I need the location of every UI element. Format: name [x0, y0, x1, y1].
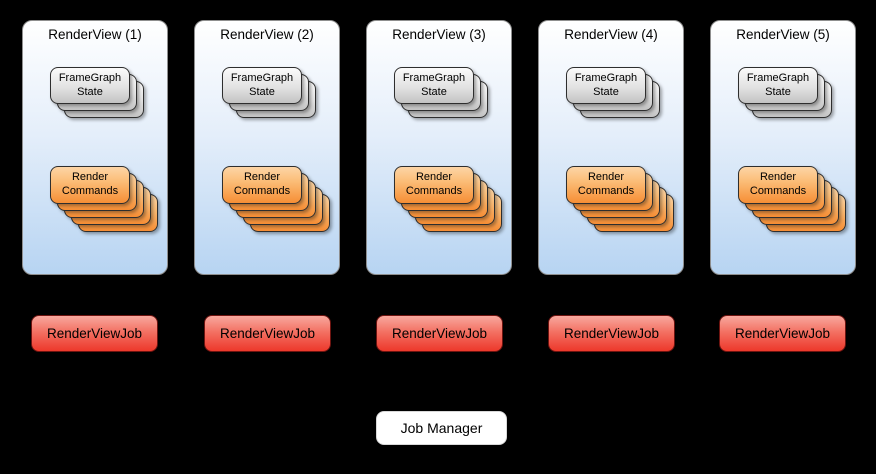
renderview-panel-4: RenderView (4) FrameGraph State Render C…: [538, 20, 684, 275]
renderviewjob-box-3: RenderViewJob: [376, 315, 503, 352]
renderview-panel-5: RenderView (5) FrameGraph State Render C…: [710, 20, 856, 275]
render-commands-stack: Render Commands: [50, 166, 158, 232]
render-commands-card: Render Commands: [566, 166, 646, 204]
render-commands-stack: Render Commands: [394, 166, 502, 232]
card-label: Render Commands: [577, 171, 635, 197]
job-manager-box: Job Manager: [376, 411, 507, 445]
renderview-panel-3: RenderView (3) FrameGraph State Render C…: [366, 20, 512, 275]
renderview-panel-1: RenderView (1) FrameGraph State Render C…: [22, 20, 168, 275]
renderviewjob-box-1: RenderViewJob: [31, 315, 158, 352]
render-commands-stack: Render Commands: [738, 166, 846, 232]
panel-title: RenderView (3): [392, 27, 486, 42]
card-label: FrameGraph State: [574, 71, 638, 98]
framegraph-state-card: FrameGraph State: [394, 67, 474, 104]
renderviewjob-box-4: RenderViewJob: [548, 315, 675, 352]
job-label: RenderViewJob: [46, 326, 143, 341]
renderviewjob-box-5: RenderViewJob: [719, 315, 846, 352]
panel-title: RenderView (2): [220, 27, 314, 42]
card-label: FrameGraph State: [402, 71, 466, 98]
card-label: Render Commands: [749, 171, 807, 197]
framegraph-state-stack: FrameGraph State: [394, 67, 488, 118]
card-label: Render Commands: [61, 171, 119, 197]
renderviewjob-box-2: RenderViewJob: [204, 315, 331, 352]
render-commands-stack: Render Commands: [222, 166, 330, 232]
card-label: Render Commands: [233, 171, 291, 197]
render-commands-card: Render Commands: [222, 166, 302, 204]
panel-title: RenderView (4): [564, 27, 658, 42]
panel-title: RenderView (5): [736, 27, 830, 42]
job-label: RenderViewJob: [391, 326, 488, 341]
card-label: FrameGraph State: [230, 71, 294, 98]
framegraph-state-card: FrameGraph State: [222, 67, 302, 104]
render-commands-stack: Render Commands: [566, 166, 674, 232]
framegraph-state-stack: FrameGraph State: [50, 67, 144, 118]
job-label: RenderViewJob: [734, 326, 831, 341]
job-manager-label: Job Manager: [400, 420, 483, 436]
card-label: FrameGraph State: [746, 71, 810, 98]
render-commands-card: Render Commands: [738, 166, 818, 204]
job-label: RenderViewJob: [219, 326, 316, 341]
card-label: Render Commands: [405, 171, 463, 197]
render-commands-card: Render Commands: [50, 166, 130, 204]
framegraph-state-card: FrameGraph State: [50, 67, 130, 104]
framegraph-state-card: FrameGraph State: [738, 67, 818, 104]
job-label: RenderViewJob: [563, 326, 660, 341]
renderview-panel-2: RenderView (2) FrameGraph State Render C…: [194, 20, 340, 275]
framegraph-state-stack: FrameGraph State: [222, 67, 316, 118]
render-commands-card: Render Commands: [394, 166, 474, 204]
framegraph-state-stack: FrameGraph State: [566, 67, 660, 118]
panel-title: RenderView (1): [48, 27, 142, 42]
framegraph-state-card: FrameGraph State: [566, 67, 646, 104]
framegraph-state-stack: FrameGraph State: [738, 67, 832, 118]
card-label: FrameGraph State: [58, 71, 122, 98]
